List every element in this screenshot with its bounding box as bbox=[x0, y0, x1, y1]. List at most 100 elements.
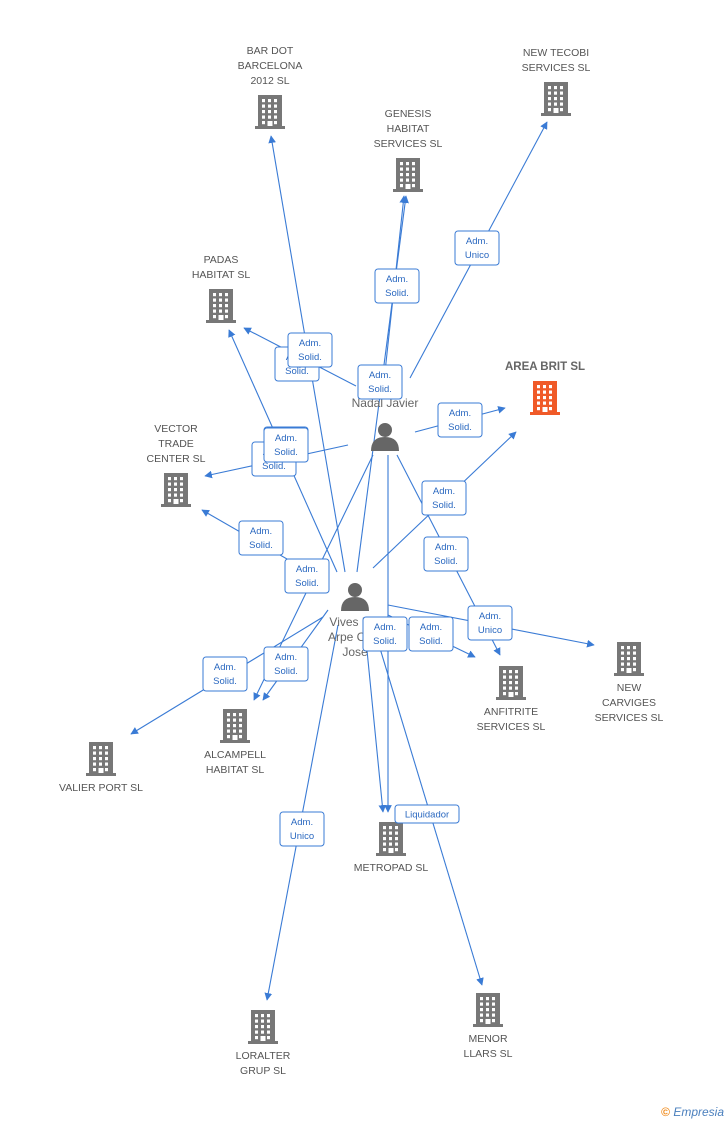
edge-label-text: Adm. bbox=[479, 611, 501, 622]
person-icon bbox=[371, 423, 399, 451]
edge-label-text: Adm. bbox=[433, 486, 455, 497]
edge-label-text: Unico bbox=[465, 250, 489, 261]
edge-label-vives-to-area_brit[interactable]: Adm. Solid. bbox=[421, 480, 467, 516]
building-icon bbox=[206, 289, 236, 323]
edge-label-vives-to-vector[interactable]: Adm.Solid. bbox=[238, 520, 284, 556]
edge-label-vives-to-menor[interactable]: Adm. Solid. bbox=[362, 616, 408, 652]
edge-label-box bbox=[454, 230, 500, 266]
company-node-new-carviges[interactable]: NEW CARVIGES SERVICES SL bbox=[595, 642, 664, 724]
company-node-metropad[interactable]: METROPAD SL bbox=[354, 822, 429, 874]
building-icon bbox=[614, 642, 644, 676]
building-icon bbox=[473, 993, 503, 1027]
company-node-alcampell[interactable]: ALCAMPELL HABITAT SL bbox=[204, 709, 266, 776]
edge-label-nadal-to-genesis[interactable]: Adm. Solid. bbox=[374, 268, 420, 304]
edge-label-vives-to-loralter[interactable]: Adm.Unico bbox=[279, 811, 325, 847]
edge-label-vives-to-anfitrite[interactable]: Adm.Solid. bbox=[408, 616, 454, 652]
edge-label-text: Adm. bbox=[275, 652, 297, 663]
building-icon bbox=[255, 95, 285, 129]
company-label: CENTER SL bbox=[147, 453, 206, 465]
edge-label-text: Adm. bbox=[374, 622, 396, 633]
edge-label-box bbox=[263, 427, 309, 463]
company-node-menor[interactable]: MENOR LLARS SL bbox=[463, 993, 513, 1060]
person-label: Jose bbox=[342, 645, 368, 659]
edge-label-nadal-to-new_tecobi[interactable]: Adm. Unico bbox=[454, 230, 500, 266]
edge-label-text: Adm. bbox=[296, 564, 318, 575]
edge-vives-to-metropad bbox=[363, 619, 387, 813]
company-node-area-brit[interactable]: AREA BRIT SL bbox=[505, 361, 585, 415]
building-icon bbox=[161, 473, 191, 507]
company-label: BAR DOT bbox=[247, 45, 294, 57]
building-icon bbox=[393, 158, 423, 192]
edge-label-text: Solid. bbox=[262, 461, 286, 472]
edge-label-box bbox=[263, 646, 309, 682]
edge-label-box bbox=[279, 811, 325, 847]
company-label: VECTOR bbox=[154, 423, 198, 435]
edge-label-text: Adm. bbox=[250, 526, 272, 537]
building-icon bbox=[86, 742, 116, 776]
building-icon bbox=[220, 709, 250, 743]
edge-label-text: Adm. bbox=[386, 274, 408, 285]
edge-label-text: Solid. bbox=[285, 366, 309, 377]
edge-label-vives-to-genesis[interactable]: Adm. Solid. bbox=[284, 558, 330, 594]
edge-label-text: Adm. bbox=[466, 236, 488, 247]
company-label: HABITAT SL bbox=[206, 764, 265, 776]
edge-label-nadal-to-anfitrite[interactable]: Adm.Solid. bbox=[423, 536, 469, 572]
edge-label-box bbox=[362, 616, 408, 652]
company-label: 2012 SL bbox=[250, 75, 289, 87]
brand-name: Empresia bbox=[673, 1105, 724, 1119]
building-icon bbox=[248, 1010, 278, 1044]
brand-watermark[interactable]: © Empresia bbox=[661, 1105, 724, 1119]
company-label: TRADE bbox=[158, 438, 194, 450]
edge-label-text: Solid. bbox=[385, 288, 409, 299]
edge-label-text: Adm. bbox=[299, 338, 321, 349]
edge-label-nadal-to-area_brit[interactable]: Adm.Solid. bbox=[437, 402, 483, 438]
edge-label-box bbox=[287, 332, 333, 368]
edge-label-text: Unico bbox=[478, 625, 502, 636]
edge-label-box bbox=[437, 402, 483, 438]
company-label: NEW TECOBI bbox=[523, 47, 589, 59]
edge-label-vives-to-metropad[interactable]: Liquidador bbox=[394, 804, 460, 824]
edge-label-vives-to-new_carviges[interactable]: Adm. Unico bbox=[467, 605, 513, 641]
company-label: AREA BRIT SL bbox=[505, 361, 585, 373]
company-label: GRUP SL bbox=[240, 1065, 286, 1077]
edge-label-box bbox=[421, 480, 467, 516]
company-label: NEW bbox=[617, 682, 642, 694]
edge-label-box bbox=[408, 616, 454, 652]
edge-label-vives-to-valier[interactable]: Adm.Solid. bbox=[202, 656, 248, 692]
edge-vives-to-menor bbox=[371, 621, 484, 986]
company-label: ANFITRITE bbox=[484, 706, 538, 718]
company-label: CARVIGES bbox=[602, 697, 656, 709]
edge-label-text: Solid. bbox=[295, 578, 319, 589]
company-label: SERVICES SL bbox=[522, 62, 591, 74]
edge-label-box bbox=[374, 268, 420, 304]
company-label: LLARS SL bbox=[463, 1048, 512, 1060]
company-label: ALCAMPELL bbox=[204, 749, 266, 761]
company-label: SERVICES SL bbox=[595, 712, 664, 724]
edge-label-text: Adm. bbox=[275, 433, 297, 444]
company-label: VALIER PORT SL bbox=[59, 782, 143, 794]
company-node-vector[interactable]: VECTOR TRADE CENTER SL bbox=[147, 423, 206, 507]
edge-label-text: Solid. bbox=[432, 500, 456, 511]
edge-label-text: Solid. bbox=[368, 384, 392, 395]
edge-label-text: Adm. bbox=[435, 542, 457, 553]
edge-label-text: Solid. bbox=[298, 352, 322, 363]
edge-label-vives-to-bar_dot[interactable]: Adm. Solid. bbox=[287, 332, 333, 368]
edge-label-nadal-to-metropad[interactable]: Adm.Solid. bbox=[357, 364, 403, 400]
person-node-nadal[interactable]: Nadal Javier bbox=[352, 396, 419, 451]
edge-label-vives-to-padas[interactable]: Adm.Solid. bbox=[263, 427, 309, 463]
company-label: MENOR bbox=[468, 1033, 508, 1045]
person-icon bbox=[341, 583, 369, 611]
edge-label-text: Unico bbox=[290, 831, 314, 842]
edge-label-text: Solid. bbox=[373, 636, 397, 647]
company-node-valier[interactable]: VALIER PORT SL bbox=[59, 742, 143, 794]
building-icon bbox=[496, 666, 526, 700]
company-node-new-tecobi[interactable]: NEW TECOBI SERVICES SL bbox=[522, 47, 591, 116]
edge-label-vives-to-alcampell[interactable]: Adm.Solid. bbox=[263, 646, 309, 682]
